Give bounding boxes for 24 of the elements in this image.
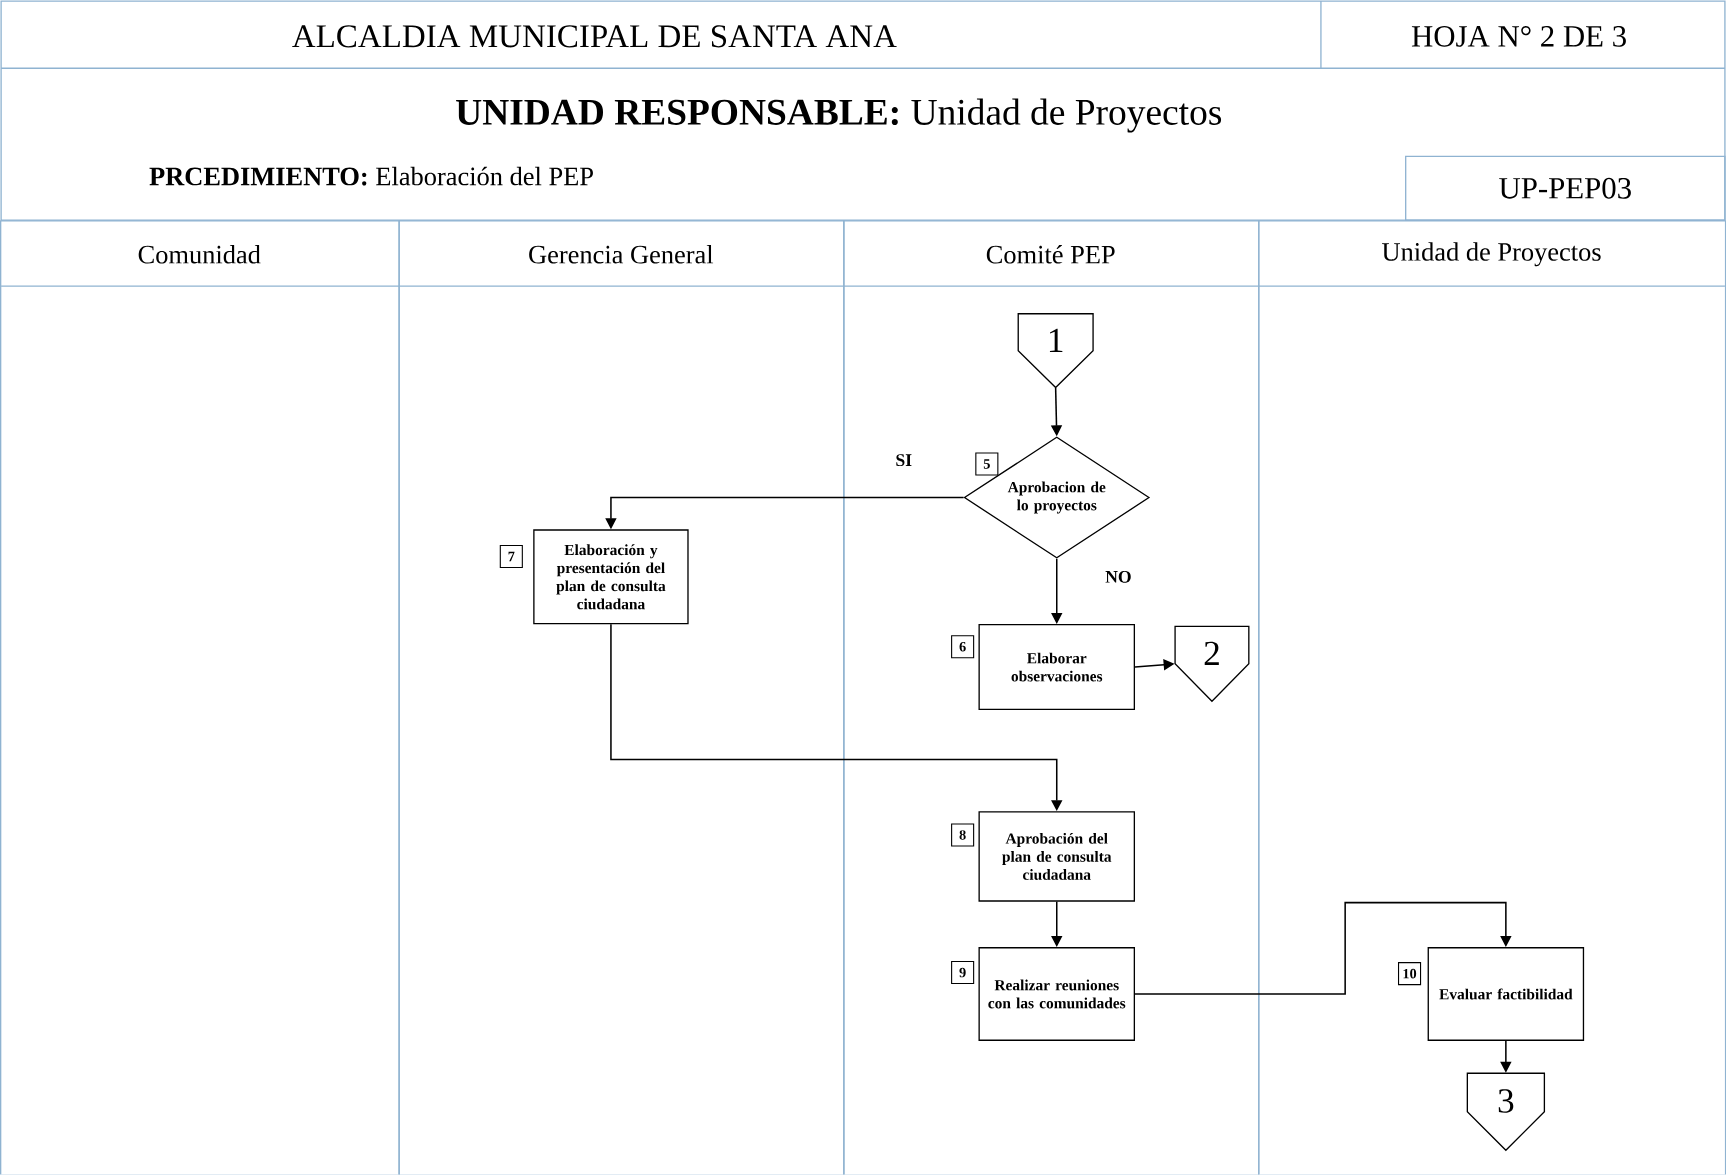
step-number: 5 [975,452,999,476]
step-number: 8 [951,823,975,847]
edge-label: NO [1103,568,1134,586]
process-box: Elaboración y presentación del plan de consulta ciudadana [533,529,689,625]
step-number: 9 [951,961,975,985]
off-page-connector: 2 [1174,625,1250,703]
swimlane: Comunidad [0,220,400,1175]
arrow [1134,902,1512,995]
header-text: PRCEDIMIENTO: Elaboración del PEP [149,167,593,186]
process-box: Elaborar observaciones [978,624,1135,711]
off-page-connector: 1 [1017,313,1094,389]
edge-label: SI [893,452,915,469]
step-number: 6 [951,635,975,659]
process-box: Evaluar factibilidad [1427,947,1585,1042]
header-text: HOJA N° 2 DE 3 [1411,26,1626,47]
step-number: 7 [499,545,523,569]
step-number: 10 [1398,962,1422,986]
header-text: UNIDAD RESPONSABLE: Unidad de Proyectos [456,98,1222,133]
code-cell: UP-PEP03 [1405,155,1726,222]
arrow [1500,1040,1512,1073]
process-box: Aprobación del plan de consulta ciudadana [978,811,1135,902]
header-text: ALCALDIA MUNICIPAL DE SANTA ANA [292,25,897,48]
off-page-connector: 3 [1466,1072,1546,1152]
process-box: Realizar reuniones con las comunidades [978,947,1135,1042]
